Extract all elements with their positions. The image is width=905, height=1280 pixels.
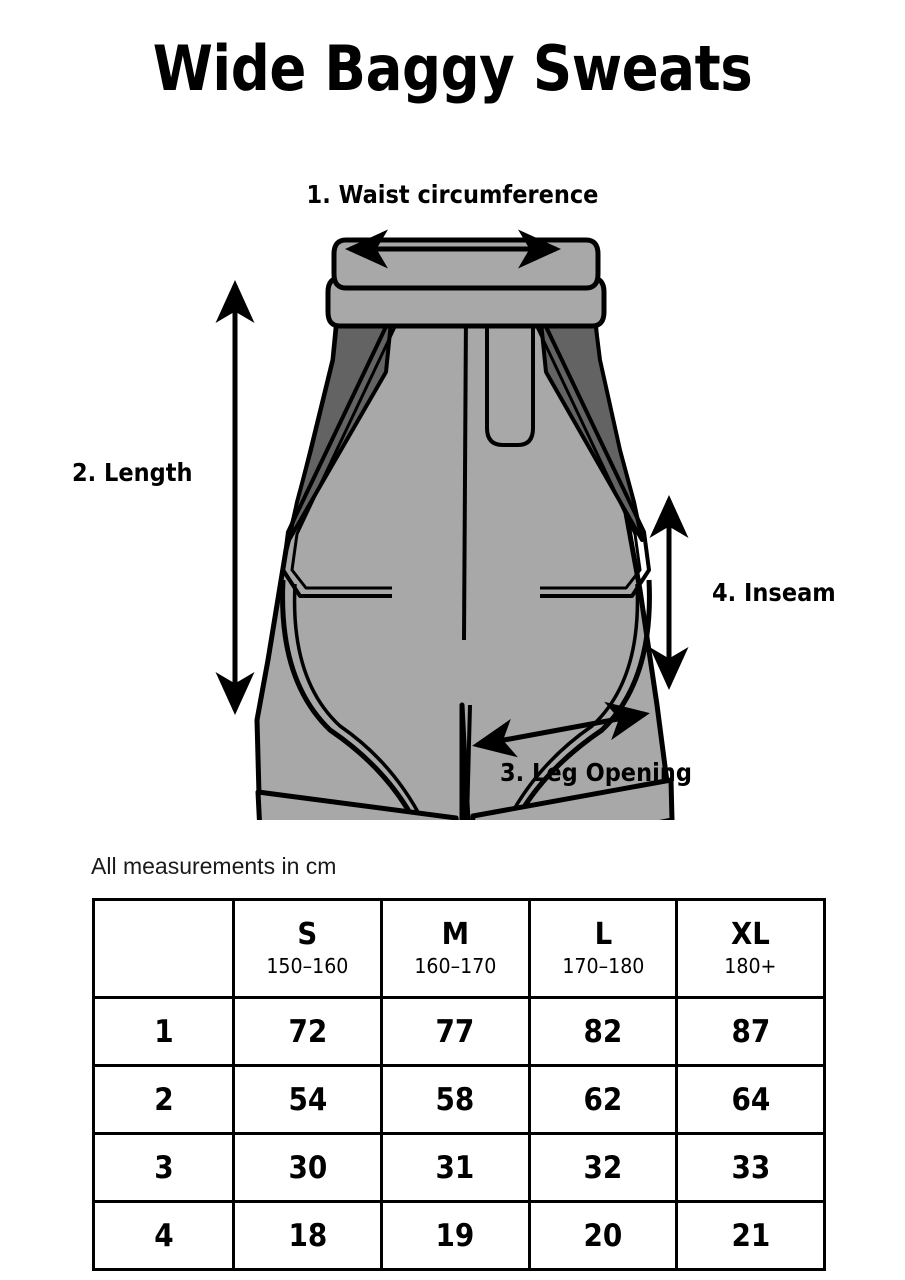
size-range-l: 170–180 [561, 954, 644, 978]
cell-4-s: 18 [239, 1200, 376, 1271]
crotch-seam [460, 704, 472, 820]
pocket-topstitch-right [528, 311, 642, 590]
inner-curve-left [280, 579, 417, 820]
fly-placket [485, 312, 535, 447]
size-label-s: S [297, 917, 318, 952]
row-key-3: 3 [99, 1132, 228, 1203]
label-inseam: 4. Inseam [712, 578, 836, 607]
size-range-s: 150–160 [266, 954, 349, 978]
page-title: Wide Baggy Sweats [152, 32, 753, 105]
pocket-topstitch-left [290, 311, 404, 590]
cell-2-m: 58 [387, 1064, 523, 1135]
label-leg-opening: 3. Leg Opening [500, 758, 692, 787]
header-corner-cell [92, 898, 235, 999]
table-row: 4 18 19 20 21 [94, 1200, 825, 1271]
center-front-seam [462, 311, 468, 641]
pocket-seam-right [537, 311, 651, 598]
hem-cuff-left [255, 789, 459, 820]
cell-1-xl: 87 [682, 996, 819, 1067]
table-row: 3 30 31 32 33 [94, 1132, 825, 1203]
table-row: 1 72 77 82 87 [94, 996, 825, 1067]
cell-4-xl: 21 [682, 1200, 819, 1271]
header-cell-size-m: M 160–170 [379, 898, 531, 999]
garment-body [254, 237, 675, 820]
cell-1-s: 72 [239, 996, 376, 1067]
size-range-m: 160–170 [414, 954, 497, 978]
label-length: 2. Length [72, 458, 193, 487]
header-cell-size-xl: XL 180+ [675, 898, 826, 999]
size-label-l: L [594, 917, 612, 952]
cell-4-l: 20 [535, 1200, 671, 1271]
cell-2-s: 54 [239, 1064, 376, 1135]
sweatshorts-illustration [215, 229, 689, 820]
measurement-arrows [215, 229, 689, 758]
cell-3-xl: 33 [682, 1132, 819, 1203]
garment-diagram: 1. Waist circumference 2. Length 4. Inse… [0, 160, 905, 820]
leg-opening-arrow [472, 701, 650, 758]
cell-2-l: 62 [535, 1064, 671, 1135]
size-label-m: M [441, 917, 469, 952]
label-waist-circumference: 1. Waist circumference [306, 180, 599, 209]
measurement-unit-note: All measurements in cm [91, 853, 337, 879]
cell-3-m: 31 [387, 1132, 523, 1203]
size-label-xl: XL [731, 917, 771, 952]
row-key-4: 4 [99, 1200, 228, 1271]
header-cell-size-s: S 150–160 [232, 898, 383, 999]
hem-cuff-right [470, 777, 675, 820]
table-row: 2 54 58 62 64 [94, 1064, 825, 1135]
size-range-xl: 180+ [724, 954, 777, 978]
size-chart-table: S 150–160 M 160–170 L 170–180 XL 180+ 1 … [92, 898, 826, 1271]
header-cell-size-l: L 170–180 [527, 898, 679, 999]
row-key-2: 2 [99, 1064, 228, 1135]
cell-1-m: 77 [387, 996, 523, 1067]
pocket-seam-left [281, 311, 395, 598]
row-key-1: 1 [99, 996, 228, 1067]
cell-3-l: 32 [535, 1132, 671, 1203]
cell-1-l: 82 [535, 996, 671, 1067]
cell-3-s: 30 [239, 1132, 376, 1203]
inner-curve-topstitch-left [292, 583, 425, 820]
cell-2-xl: 64 [682, 1064, 819, 1135]
cell-4-m: 19 [387, 1200, 523, 1271]
table-header-row: S 150–160 M 160–170 L 170–180 XL 180+ [92, 898, 826, 999]
